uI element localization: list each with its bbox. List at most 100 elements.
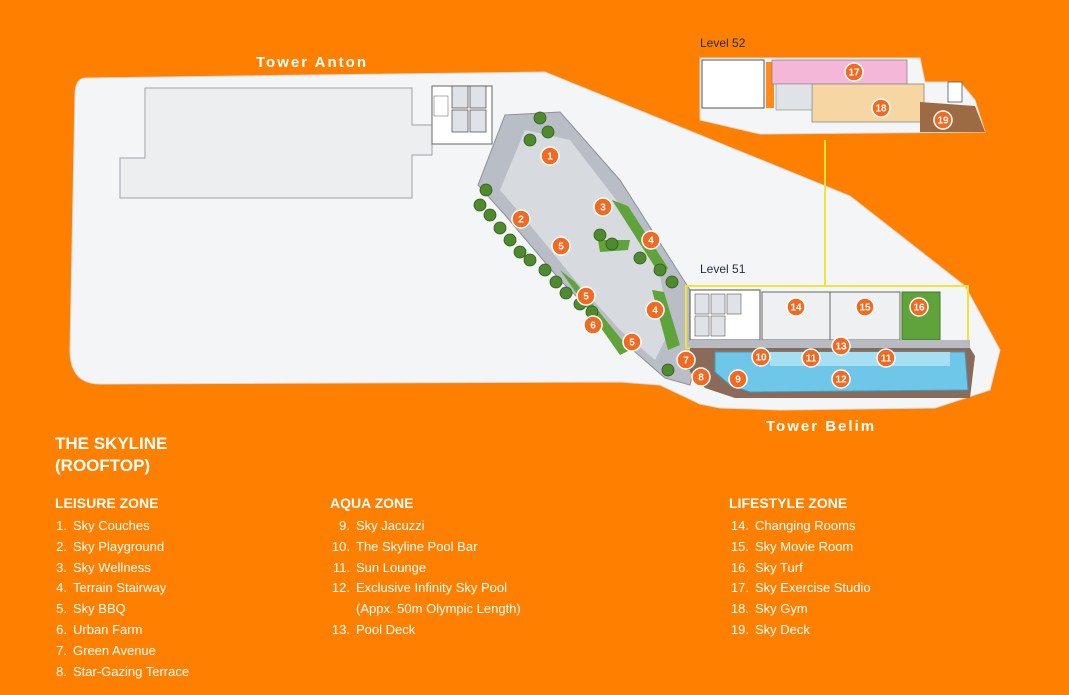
marker-circle [871, 98, 891, 118]
marker-circle [831, 369, 851, 389]
marker-number: 15 [859, 303, 871, 314]
garden-inner [500, 130, 670, 360]
amenity-marker: 9 [728, 369, 748, 389]
list-item: 12. Exclusive Infinity Sky Pool [330, 578, 521, 599]
list-item: 18.Sky Gym [729, 599, 871, 620]
title-line-2: (ROOFTOP) [55, 456, 151, 475]
item-label: Sky Playground [73, 538, 165, 554]
list-item: 3.Sky Wellness [55, 558, 189, 579]
item-number: 10. [331, 538, 350, 554]
list-item: 2. Sky Playground [55, 537, 189, 558]
item-label: Sky Couches [73, 518, 150, 533]
item-number: 17. [730, 580, 749, 596]
item-label: The Skyline Pool Bar [356, 538, 478, 554]
list-item: 17. Sky Exercise Studio [729, 578, 871, 599]
item-label: Star-Gazing Terrace [73, 663, 190, 679]
item-number: 18. [730, 601, 749, 617]
list-item: 15. Sky Movie Room [729, 537, 871, 558]
item-number: 15. [730, 538, 749, 554]
item-label: Sky Deck [755, 621, 810, 637]
item-label: Changing Rooms [755, 518, 856, 533]
marker-circle [909, 297, 929, 317]
marker-circle [641, 230, 661, 250]
marker-number: 9 [735, 375, 741, 386]
item-number [330, 599, 350, 620]
marker-circle [622, 332, 642, 352]
item-number: 3. [56, 559, 67, 575]
item-number: 1. [56, 518, 67, 533]
marker-circle [540, 146, 560, 166]
marker-number: 12 [835, 375, 847, 386]
marker-circle [876, 348, 896, 368]
amenity-marker: 12 [831, 369, 851, 389]
item-number: 4. [56, 580, 67, 596]
amenity-marker: 3 [593, 197, 613, 217]
amenity-marker: 5 [551, 236, 571, 256]
level-52-label: Level 52 [700, 36, 746, 50]
item-number: 12. [331, 580, 350, 596]
tower-belim-label: Tower Belim [766, 418, 877, 435]
list-item: 11.Sun Lounge [330, 558, 521, 579]
marker-circle [645, 300, 665, 320]
page-title: THE SKYLINE (ROOFTOP) [55, 433, 167, 477]
amenity-marker: 11 [876, 348, 896, 368]
item-label: Sky Movie Room [755, 538, 854, 554]
marker-number: 1 [547, 152, 553, 163]
item-number: 8. [56, 663, 67, 679]
marker-circle [786, 297, 806, 317]
marker-number: 14 [790, 303, 802, 314]
zone-list: 14. Changing Rooms 15. Sky Movie Room 16. Sky… [729, 516, 871, 641]
marker-circle [751, 347, 771, 367]
item-number: 2. [56, 538, 67, 554]
marker-number: 3 [600, 203, 606, 214]
list-item: 5.Sky BBQ [55, 599, 189, 620]
marker-circle [593, 197, 613, 217]
marker-number: 4 [652, 306, 658, 317]
item-label: Sky Turf [755, 559, 803, 575]
item-label: Pool Deck [356, 621, 416, 637]
marker-number: 19 [937, 116, 949, 127]
item-label: Green Avenue [73, 642, 156, 658]
item-number: 6. [56, 621, 67, 637]
marker-number: 2 [518, 215, 524, 226]
item-number: 13. [331, 621, 350, 637]
item-number: 14. [730, 518, 749, 533]
marker-circle [844, 62, 864, 82]
item-label: Exclusive Infinity Sky Pool [356, 580, 508, 596]
item-number: 16. [730, 559, 749, 575]
marker-circle [933, 110, 953, 130]
amenity-marker: 7 [676, 350, 696, 370]
marker-number: 5 [629, 338, 635, 349]
item-label: Urban Farm [73, 621, 143, 637]
amenity-marker: 1 [540, 146, 560, 166]
item-label: Sky Exercise Studio [755, 580, 871, 596]
list-item: 13. Pool Deck [330, 620, 521, 641]
zone-list: 1. Sky Couches 2. Sky Playground 3.Sky Welln… [55, 516, 189, 682]
marker-number: 17 [848, 68, 860, 79]
amenity-marker: 11 [801, 348, 821, 368]
amenity-marker: 16 [909, 297, 929, 317]
list-item: (Appx. 50m Olympic Length) [330, 599, 521, 620]
marker-number: 5 [583, 292, 589, 303]
list-item: 6. Urban Farm [55, 620, 189, 641]
tower-anton-label: Tower Anton [256, 54, 368, 71]
marker-circle [691, 367, 711, 387]
marker-number: 16 [913, 303, 925, 314]
list-item: 1. Sky Couches [55, 516, 189, 537]
amenity-marker: 5 [622, 332, 642, 352]
list-item: 16. Sky Turf [729, 558, 871, 579]
marker-circle [855, 297, 875, 317]
list-item: 4.Terrain Stairway [55, 578, 189, 599]
list-item: 7. Green Avenue [55, 641, 189, 662]
amenity-marker: 2 [511, 209, 531, 229]
marker-number: 18 [875, 104, 887, 115]
marker-number: 10 [755, 353, 767, 364]
amenity-marker: 14 [786, 297, 806, 317]
item-number: 7. [56, 642, 67, 658]
